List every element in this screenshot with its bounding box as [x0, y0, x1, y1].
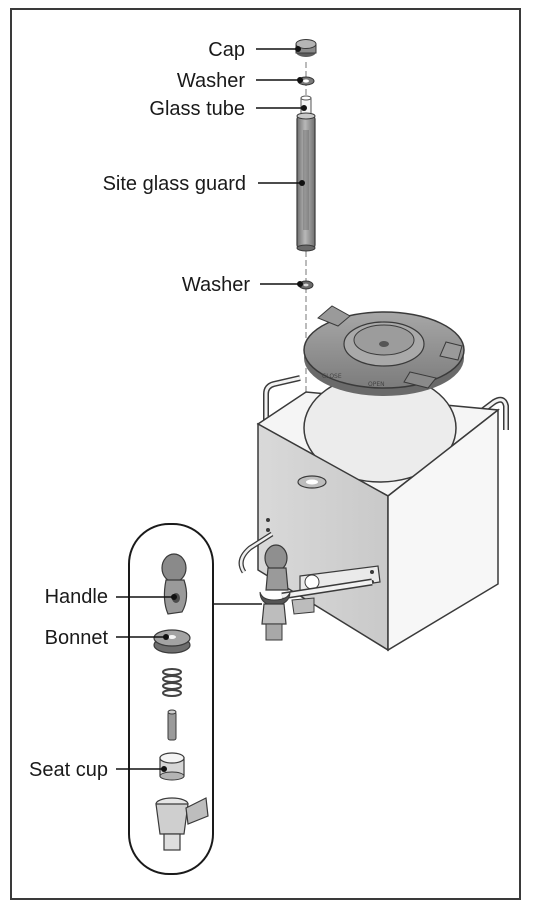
label-site-glass-guard: Site glass guard	[103, 173, 305, 195]
diagram-border	[10, 8, 521, 900]
label-seat-cup: Seat cup	[29, 759, 167, 781]
label-glass-tube-text: Glass tube	[149, 98, 245, 120]
label-washer-top-text: Washer	[177, 70, 246, 92]
site-glass-guard-part	[296, 112, 316, 252]
label-site-glass-guard-text: Site glass guard	[103, 173, 246, 195]
label-cap-text: Cap	[208, 39, 245, 61]
seat-cup-part	[159, 752, 185, 781]
spring-part	[162, 668, 182, 697]
label-handle: Handle	[45, 586, 177, 608]
label-glass-tube: Glass tube	[149, 98, 307, 120]
stem-part	[167, 709, 177, 741]
label-washer-bottom: Washer	[182, 274, 303, 296]
lid-open-mark: OPEN	[368, 381, 385, 388]
faucet-callout-box	[128, 523, 214, 875]
label-bonnet-text: Bonnet	[45, 627, 109, 649]
label-handle-text: Handle	[45, 586, 108, 608]
faucet-assembly	[238, 531, 373, 641]
label-seat-cup-text: Seat cup	[29, 759, 108, 781]
handle-part	[161, 553, 188, 615]
label-washer-bottom-text: Washer	[182, 274, 251, 296]
cap-part	[295, 39, 317, 57]
bonnet-part	[153, 629, 191, 654]
label-bonnet: Bonnet	[45, 627, 169, 649]
label-cap: Cap	[208, 39, 301, 61]
faucet-body-part	[155, 797, 209, 851]
lid-close-mark: CLOSE	[322, 373, 342, 380]
label-washer-top: Washer	[177, 70, 303, 92]
urn-lid: CLOSE OPEN	[303, 305, 465, 396]
